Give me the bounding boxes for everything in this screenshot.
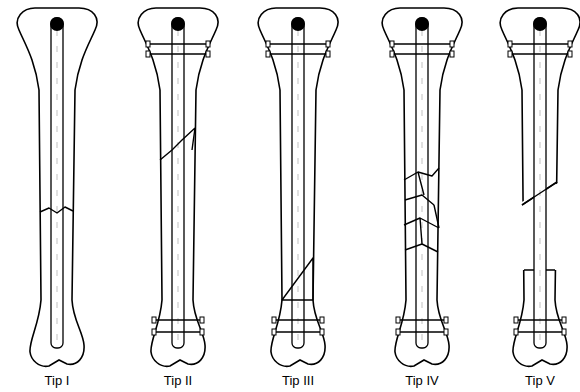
screw-end — [390, 41, 394, 47]
screw-end — [206, 41, 210, 47]
bone-outline — [17, 8, 97, 366]
intramedullary-nail — [416, 18, 428, 348]
bone-outline — [382, 8, 462, 366]
intramedullary-nail — [51, 18, 63, 348]
locking-screw — [392, 53, 452, 54]
locking-screw — [154, 331, 202, 332]
type-label: Tip IV — [405, 373, 438, 388]
screw-end — [266, 41, 270, 47]
screw-end — [152, 317, 156, 323]
screw-end — [326, 41, 330, 47]
nail-head — [171, 17, 185, 31]
locking-screw — [274, 319, 322, 320]
screw-end — [450, 41, 454, 47]
locking-screw — [398, 331, 446, 332]
screw-end — [444, 329, 448, 335]
screw-end — [562, 329, 566, 335]
locking-screw — [154, 319, 202, 320]
locking-screw — [268, 43, 328, 44]
bone-outline — [258, 8, 338, 366]
locking-screw — [392, 43, 452, 44]
screw-end — [152, 329, 156, 335]
screw-end — [146, 51, 150, 57]
fracture-line — [522, 182, 557, 205]
locking-screw — [510, 53, 570, 54]
bone-outline — [138, 8, 218, 366]
locking-screw — [510, 43, 570, 44]
screw-end — [272, 317, 276, 323]
screw-end — [390, 51, 394, 57]
fracture-line — [40, 207, 73, 213]
tibia-bone — [258, 8, 338, 366]
type-label: Tip II — [164, 373, 192, 388]
screw-end — [320, 329, 324, 335]
locking-screw — [274, 331, 322, 332]
nail-line — [57, 30, 58, 340]
locking-screw — [268, 53, 328, 54]
screw-end — [568, 41, 572, 47]
screw-end — [266, 51, 270, 57]
intramedullary-nail — [292, 18, 304, 348]
type-label: Tip III — [282, 373, 314, 388]
screw-end — [562, 317, 566, 323]
screw-end — [206, 51, 210, 57]
intramedullary-nail — [172, 18, 184, 348]
locking-screw — [398, 319, 446, 320]
screw-end — [450, 51, 454, 57]
intramedullary-nail — [534, 18, 546, 348]
screw-end — [514, 329, 518, 335]
nail-head — [291, 17, 305, 31]
screw-end — [514, 317, 518, 323]
fracture-line — [282, 258, 313, 300]
tibia-bone — [138, 8, 218, 366]
tibia-bone — [382, 8, 462, 366]
tibia-bone — [17, 8, 97, 366]
screw-end — [444, 317, 448, 323]
locking-screw — [516, 319, 564, 320]
fracture-line — [404, 168, 439, 252]
screw-end — [320, 317, 324, 323]
screw-end — [326, 51, 330, 57]
nail-line — [178, 30, 179, 340]
screw-end — [568, 51, 572, 57]
nail-head — [533, 17, 547, 31]
screw-end — [146, 41, 150, 47]
nail-line — [540, 30, 541, 340]
screw-end — [272, 329, 276, 335]
screw-end — [396, 329, 400, 335]
locking-screw — [148, 53, 208, 54]
screw-end — [396, 317, 400, 323]
locking-screw — [148, 43, 208, 44]
nail-line — [298, 30, 299, 340]
nail-head — [415, 17, 429, 31]
screw-end — [508, 41, 512, 47]
screw-end — [200, 329, 204, 335]
locking-screw — [516, 331, 564, 332]
tibia-bone — [500, 8, 580, 366]
screw-end — [508, 51, 512, 57]
bone-outline — [500, 8, 580, 366]
fracture-line — [160, 128, 195, 160]
type-label: Tip I — [45, 373, 70, 388]
type-label: Tip V — [525, 373, 555, 388]
nail-head — [50, 17, 64, 31]
screw-end — [200, 317, 204, 323]
